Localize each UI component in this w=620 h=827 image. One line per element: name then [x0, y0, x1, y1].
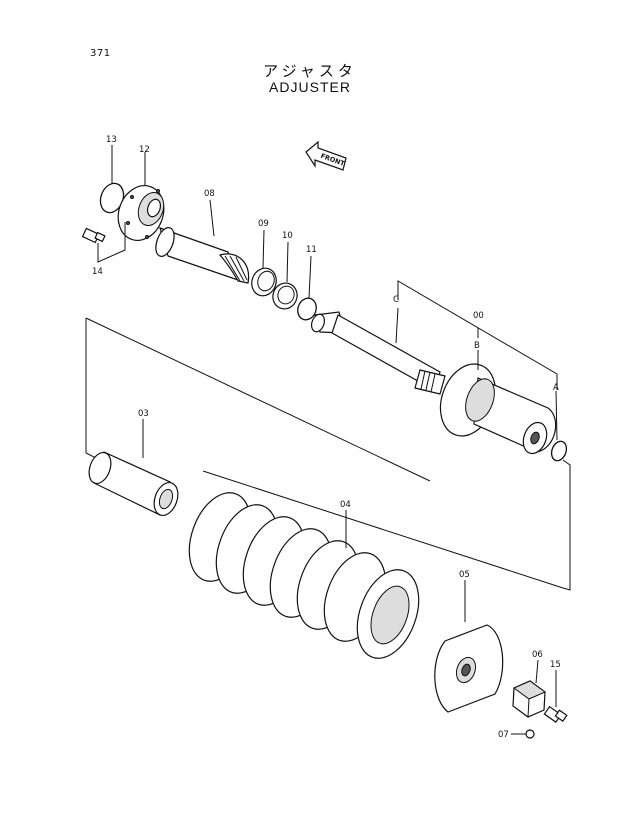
bracket-diagonal-bottom	[202, 470, 564, 589]
flange-12	[117, 152, 165, 241]
callout-13: 13	[106, 135, 117, 145]
plunger-assembly-00	[439, 350, 557, 455]
page-number: 371	[90, 48, 111, 59]
backup-ring-09	[251, 229, 277, 297]
callout-03: 03	[138, 409, 149, 419]
cylinder-tube-08	[155, 199, 250, 284]
bracket-right-edge	[562, 459, 571, 591]
assembly-bracket-lower	[85, 318, 97, 459]
nut-06	[512, 659, 546, 718]
piston-rod-C	[310, 307, 446, 395]
front-arrow-marker: FRONT	[305, 140, 347, 171]
callout-12: 12	[139, 145, 150, 155]
o-ring-A	[550, 390, 568, 462]
o-ring-11	[297, 255, 317, 321]
callout-08: 08	[204, 189, 215, 199]
callout-C: C	[393, 295, 399, 305]
bolt-14	[81, 222, 126, 263]
callout-04: 04	[340, 500, 351, 510]
spring-seat-05	[434, 580, 504, 713]
title-english: ADJUSTER	[269, 79, 351, 95]
callout-B: B	[474, 341, 480, 351]
callout-11: 11	[306, 245, 317, 255]
callout-06: 06	[532, 650, 543, 660]
callout-14: 14	[92, 267, 103, 277]
grease-fitting-15	[543, 670, 568, 723]
callout-07: 07	[498, 730, 509, 740]
bracket-diagonal-top	[85, 317, 431, 482]
callout-A: A	[553, 383, 559, 393]
plug-07	[511, 729, 535, 739]
callout-10: 10	[282, 231, 293, 241]
title-japanese: アジャスタ	[263, 62, 357, 80]
callout-00: 00	[473, 311, 484, 321]
ring-10	[272, 241, 298, 310]
callout-09: 09	[258, 219, 269, 229]
callout-05: 05	[459, 570, 470, 580]
callout-15: 15	[550, 660, 561, 670]
spacer-tube-03	[88, 419, 179, 517]
coil-spring-04	[188, 492, 420, 659]
assembly-bracket-00	[397, 280, 558, 390]
